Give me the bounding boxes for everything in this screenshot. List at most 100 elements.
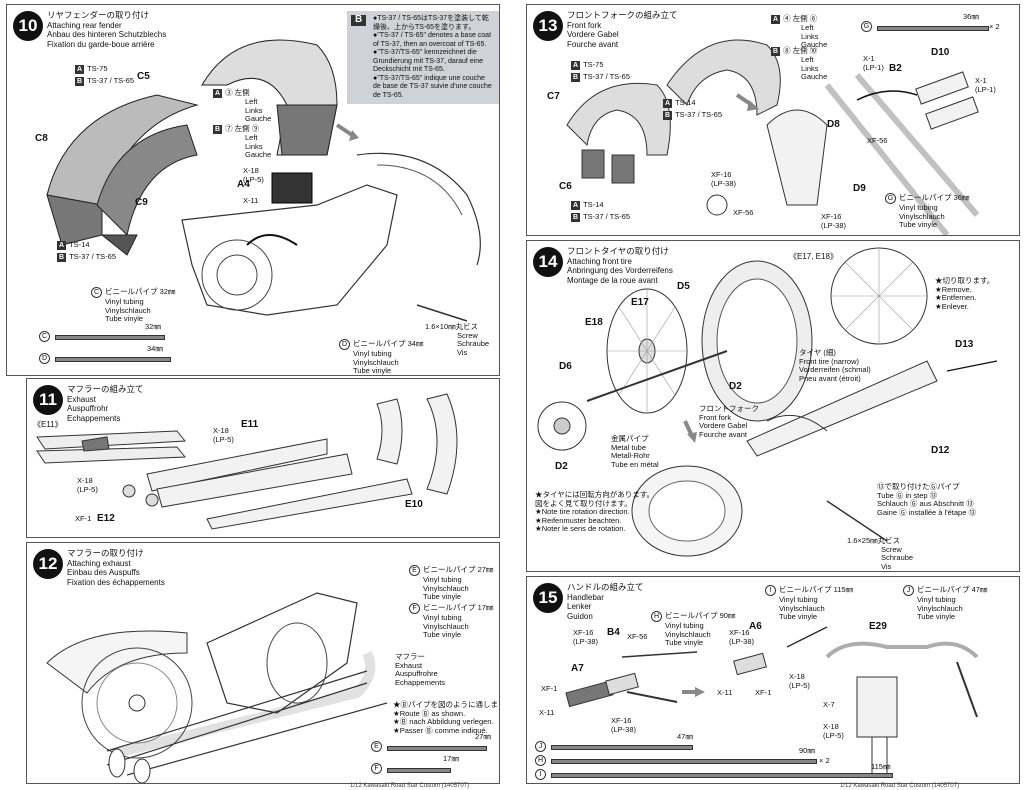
- x18-label: X-18(LP-5): [243, 166, 264, 184]
- tube-jp: ⑬で取り付けたⒼパイプ: [877, 482, 960, 491]
- tube-j-scale: J: [535, 741, 549, 752]
- tire-en: Front tire (narrow): [799, 356, 860, 366]
- rot-jp: ★タイヤには回転方向があります。: [535, 490, 655, 499]
- x18-label: X-18(LP-5): [213, 426, 234, 444]
- side-num: ⑦: [225, 124, 233, 133]
- letter-e-circle: E: [371, 741, 382, 752]
- paint-code: (LP-5): [213, 434, 234, 444]
- step-title: マフラーの組み立て Exhaust Auspuffrohr Echappemen…: [67, 384, 144, 423]
- side-nums: ④ 左側 ⑥: [783, 14, 818, 23]
- part-label: D6: [559, 361, 572, 372]
- letter-b-box: B: [771, 47, 781, 56]
- xf1-label: XF-1: [541, 684, 558, 693]
- title-fr: Fourche avant: [567, 39, 619, 49]
- x11-label: X-11: [717, 688, 733, 697]
- vinyl-de: Vinylschlauch: [423, 583, 469, 593]
- title-en: Front fork: [567, 20, 602, 30]
- letter-h-circle: H: [535, 755, 546, 766]
- title-jp: フロントタイヤの取り付け: [567, 246, 669, 256]
- paint-code: X-18: [243, 166, 259, 175]
- part-label: D2: [555, 461, 568, 472]
- side-fr: Gauche: [801, 72, 828, 81]
- step-title: フロントタイヤの取り付け Attaching front tire Anbrin…: [567, 246, 673, 285]
- letter-f-circle: F: [371, 763, 382, 774]
- tube-de: Schlauch Ⓖ aus Abschnitt ⑬: [877, 499, 974, 508]
- side-en: Left: [245, 133, 258, 142]
- fork-callout: フロントフォーク Front fork Vordere Gabel Fourch…: [699, 404, 759, 439]
- title-fr: Fixation du garde-boue arrière: [47, 39, 155, 49]
- muffler-callout: マフラー Exhaust Auspuffrohre Echappements: [395, 652, 445, 687]
- color-code: TS-14: [69, 240, 90, 249]
- note-line: ●"TS-37 / TS-65" denotes a base coat: [373, 32, 492, 39]
- x7-label: X-7: [823, 700, 835, 709]
- note-line: de TS-65.: [373, 91, 404, 99]
- paint-code: (LP-5): [77, 484, 98, 494]
- vinyl-en: Vinyl tubing: [779, 595, 818, 604]
- tire-callout: タイヤ (細) Front tire (narrow) Vorderreifen…: [799, 348, 871, 383]
- rot-en: ★Note tire rotation direction.: [535, 507, 630, 516]
- route-fr: ★Passer Ⓑ comme indiqué.: [393, 725, 488, 735]
- vinyl-en: Vinyl tubing: [423, 575, 462, 584]
- part-label: C9: [135, 197, 148, 208]
- tube-label: ビニールパイプ 34㎜: [353, 339, 424, 348]
- screw-en: Screw: [881, 544, 902, 554]
- tube-h-multiplier: × 2: [819, 756, 830, 765]
- title-fr: Fixation des échappements: [67, 577, 165, 587]
- route-jp: ★Ⓑパイプを図のように通します。: [393, 700, 499, 709]
- side-fr: Gauche: [245, 150, 272, 159]
- rot-fr: ★Noter le sens de rotation.: [535, 524, 626, 533]
- letter-g-circle: G: [861, 21, 872, 32]
- footer-right: 1/12 Kawasaki Road Star Custom (1405707): [840, 783, 960, 789]
- letter-b-box: B: [663, 111, 673, 120]
- letter-b-box: B: [571, 213, 581, 222]
- tube-d-scale: D: [39, 353, 53, 364]
- paint-code: X-18: [213, 426, 229, 435]
- title-fr: Montage de la roue avant: [567, 275, 658, 285]
- paint-code: (LP-38): [711, 178, 737, 188]
- tube-h-scale: H: [535, 755, 549, 766]
- tube-d-length: 34㎜: [147, 344, 163, 353]
- tube-c-length: 32㎜: [145, 322, 161, 331]
- vinyl-en: Vinyl tubing: [917, 595, 956, 604]
- vinyl-en: Vinyl tubing: [665, 621, 704, 630]
- color-code: TS-37 / TS-65: [675, 110, 723, 119]
- step-10-panel: 10 リヤフェンダーの取り付け Attaching rear fender An…: [6, 4, 500, 376]
- letter-j-circle: J: [535, 741, 546, 752]
- tube-label: ビニールパイプ 17㎜: [423, 603, 494, 612]
- vinyl-de: Vinylschlauch: [779, 603, 825, 613]
- part-label: E10: [405, 499, 423, 510]
- tube-label: ビニールパイプ 36㎜: [899, 193, 970, 202]
- tire-fr: Pneu avant (étroit): [799, 373, 861, 383]
- title-en: Attaching exhaust: [67, 558, 131, 568]
- vinyl-de: Vinylschlauch: [423, 621, 469, 631]
- muffler-en: Exhaust: [395, 660, 423, 670]
- title-en: Attaching rear fender: [47, 20, 122, 30]
- letter-b-box: B: [213, 125, 223, 134]
- letter-a-box: A: [213, 89, 223, 98]
- tube-g-step-callout: ⑬で取り付けたⒼパイプ Tube Ⓖ in step ⑬ Schlauch Ⓖ …: [877, 482, 976, 517]
- title-de: Anbau des hinteren Schutzblechs: [47, 30, 167, 39]
- title-de: Einbau des Auspuffs: [67, 568, 140, 577]
- xf16-label: XF-16(LP-38): [821, 212, 846, 230]
- side-num: ③: [225, 88, 233, 97]
- title-jp: マフラーの組み立て: [67, 384, 144, 394]
- part-label: E18: [585, 317, 603, 328]
- tube-label: ビニールパイプ 27㎜: [423, 565, 494, 574]
- step-number: 10: [13, 11, 43, 41]
- step-11-panel: 11 マフラーの組み立て Exhaust Auspuffrohr Echappe…: [26, 378, 500, 538]
- title-jp: フロントフォークの組み立て: [567, 10, 678, 20]
- part-label: A4: [237, 179, 250, 190]
- cut-fr: ★Enlever.: [935, 301, 969, 311]
- metal-fr: Tube en métal: [611, 459, 659, 469]
- title-de: Vordere Gabel: [567, 30, 619, 39]
- color-code: TS-14: [675, 98, 696, 107]
- side-en: Left: [801, 23, 814, 32]
- paint-code: (LP-5): [789, 680, 810, 690]
